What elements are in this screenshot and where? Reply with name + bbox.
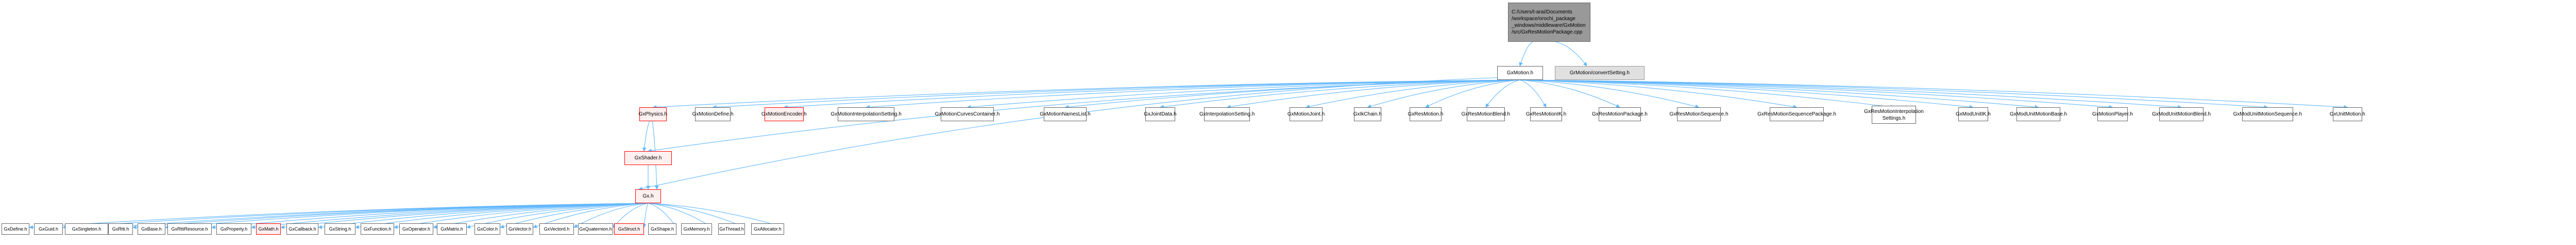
dependency-edge (1367, 79, 1520, 108)
dependency-edge (1306, 79, 1520, 109)
dependency-edge (652, 121, 659, 190)
node-bottom-gxquaternion[interactable]: GxQuaternion.h (578, 223, 613, 235)
dependency-edge (1425, 79, 1520, 108)
node-bottom-gxthread[interactable]: GxThread.h (718, 223, 745, 235)
dependency-edge (648, 203, 745, 228)
node-bottom-gxdefine[interactable]: GxDefine.h (2, 223, 29, 235)
node-bottom-gxcolor[interactable]: GxColor.h (474, 223, 500, 235)
dependency-edge (712, 79, 1520, 109)
node-bottom-gxmatrix[interactable]: GxMatrix.h (437, 223, 467, 235)
node-level2-gxunitmotion-h[interactable]: GxUnitMotion.h (2330, 107, 2365, 121)
dependency-edge (466, 203, 649, 229)
node-level2-gxresmotionsequence-h[interactable]: GxResMotionSequence.h (1670, 107, 1728, 121)
dependency-edge (642, 121, 650, 152)
node-level2-gxresmotion-h[interactable]: GxResMotion.h (1408, 107, 1443, 121)
dependency-edge (642, 203, 649, 228)
node-level2-gxmodunitik-h[interactable]: GxModUnitIK.h (1956, 107, 1991, 121)
dependency-edge (1519, 79, 1620, 108)
dependency-edge (1519, 79, 1894, 109)
dependency-edge (1519, 41, 1533, 67)
node-bottom-gxsingleton[interactable]: GxSingleton.h (65, 223, 108, 235)
node-level2-gxresmotionsequencepackage-h[interactable]: GxResMotionSequencePackage.h (1757, 107, 1836, 121)
node-bottom-gxallocator[interactable]: GxAllocator.h (751, 223, 784, 235)
dependency-edge (1519, 79, 2182, 109)
node-bottom-gxstring[interactable]: GxString.h (325, 223, 355, 235)
node-bottom-gxcallback[interactable]: GxCallback.h (286, 223, 318, 235)
dependency-edge (967, 79, 1520, 109)
dependency-edge (500, 203, 649, 228)
node-bottom-gxstruct[interactable]: GxStruct.h (614, 223, 644, 235)
node-level2-gxmotioninterpolationsetting-h[interactable]: GxMotionInterpolationSetting.h (831, 107, 902, 121)
node-level2-gxinterpolationsetting-h[interactable]: GxInterpolationSetting.h (1199, 107, 1255, 121)
dependency-edge (1519, 79, 1798, 109)
node-bottom-gxoperator[interactable]: GxOperator.h (399, 223, 433, 235)
node-level2-gxikchain-h[interactable]: GxIkChain.h (1353, 107, 1382, 121)
node-level2-gxmodunitmotionblend-h[interactable]: GxModUnitMotionBlend.h (2152, 107, 2211, 121)
dependency-edge (1160, 79, 1520, 109)
node-gxshader-h[interactable]: GxShader.h (624, 151, 672, 165)
node-level2-gxresmotionpackage-h[interactable]: GxResMotionPackage.h (1592, 107, 1648, 121)
dependency-edge (648, 203, 785, 228)
node-bottom-gxproperty[interactable]: GxProperty.h (216, 223, 251, 235)
node-level2-gxmotionencoder-h[interactable]: GxMotionEncoder.h (761, 107, 807, 121)
node-level2-gxresmotionik-h[interactable]: GxResMotionIK.h (1526, 107, 1566, 121)
node-convertsetting-h[interactable]: GrMotion/convertSetting.h (1555, 66, 1645, 80)
node-bottom-gxguid[interactable]: GxGuid.h (34, 223, 63, 235)
node-bottom-gxshape[interactable]: GxShape.h (648, 223, 676, 235)
dependency-edge (433, 203, 649, 229)
node-bottom-gxbase[interactable]: GxBase.h (138, 223, 165, 235)
dependency-edge (866, 79, 1520, 109)
node-level2-gxmotionjoint-h[interactable]: GxMotionJoint.h (1287, 107, 1325, 121)
node-level2-gxmotiondefine-h[interactable]: GxMotionDefine.h (692, 107, 734, 121)
dependency-edge (1519, 79, 1547, 108)
node-level2-gxresmotionblend-h[interactable]: GxResMotionBlend.h (1462, 107, 1510, 121)
node-level2-gxmotionnameslist-h[interactable]: GxMotionNamesList.h (1040, 107, 1091, 121)
node-level2-gxmotionplayer-h[interactable]: GxMotionPlayer.h (2092, 107, 2133, 121)
node-level2-gxmodunitmotionsequence-h[interactable]: GxModUnitMotionSequence.h (2233, 107, 2302, 121)
dependency-edge (648, 203, 713, 228)
node-level2-gxjointdata-h[interactable]: GxJointData.h (1144, 107, 1177, 121)
dependency-edge (1519, 79, 2348, 109)
node-bottom-gxvectord[interactable]: GxVectord.h (539, 223, 574, 235)
node-bottom-gxmemory[interactable]: GxMemory.h (681, 223, 712, 235)
dependency-edge (1519, 79, 2039, 109)
node-level2-gxmodunitmotionbase-h[interactable]: GxModUnitMotionBase.h (2010, 107, 2067, 121)
node-level2-gxmotioncurvescontainer-h[interactable]: GxMotionCurvesContainer.h (935, 107, 999, 121)
node-bottom-gxfunction[interactable]: GxFunction.h (361, 223, 394, 235)
node-level2-gxresmotioninterpolation-settings-h[interactable]: GxResMotionInterpolation Settings.h (1864, 106, 1924, 124)
dependency-edge (533, 203, 649, 228)
dependency-edge (1555, 41, 1587, 67)
dependency-edge (1485, 79, 1520, 108)
dependency-edge (1226, 79, 1520, 109)
node-bottom-gxrtti[interactable]: GxRtti.h (108, 223, 133, 235)
node-bottom-gxmath[interactable]: GxMath.h (256, 223, 281, 235)
dependency-edge (573, 203, 649, 228)
node-level2-gxphysics-h[interactable]: GxPhysics.h (638, 107, 667, 121)
node-bottom-gxvector[interactable]: GxVector.h (506, 223, 533, 235)
node-gxmotion-h[interactable]: GxMotion.h (1497, 66, 1543, 80)
dependency-edge (1519, 79, 1700, 108)
node-root-file[interactable]: C:/Users/t-arai/Documents /workspace/oro… (1508, 3, 1590, 42)
node-bottom-gxrttiresource[interactable]: GxRttiResource.h (167, 223, 212, 235)
node-gx-h[interactable]: Gx.h (635, 189, 661, 203)
dependency-edge (394, 203, 649, 229)
